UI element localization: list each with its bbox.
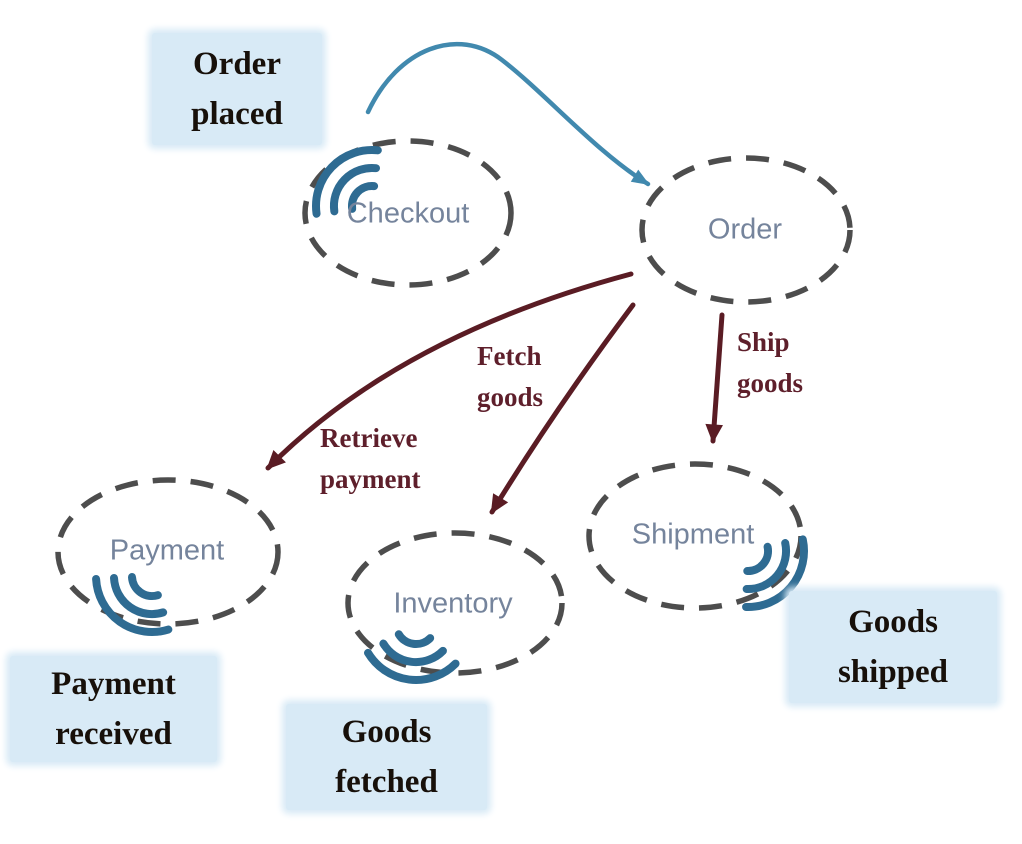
node-label-shipment: Shipment: [631, 518, 755, 551]
node-ellipse-order: [639, 155, 853, 305]
arrow-ship-goods: [705, 312, 725, 444]
event-note-line: fetched: [335, 763, 438, 800]
broadcast-icon-inventory: [365, 631, 458, 685]
arrow-retrieve-payment: [265, 271, 634, 471]
arrow-order-placed-flow: [365, 41, 651, 187]
command-label-line: payment: [320, 463, 421, 494]
event-note-line: Goods: [341, 714, 432, 751]
event-note-line: Order: [193, 46, 281, 83]
broadcast-icon-payment: [84, 561, 181, 647]
node-label-payment: Payment: [109, 534, 225, 567]
node-label-order: Order: [707, 213, 783, 246]
node-ellipse-payment: [55, 477, 281, 627]
event-note-line: shipped: [837, 653, 949, 690]
event-note-order-placed: Order placed: [152, 33, 322, 145]
command-label-ship-goods: Ship goods: [737, 322, 803, 403]
node-ellipse-checkout: [302, 138, 514, 288]
command-label-line: goods: [477, 381, 544, 412]
command-label-fetch-goods: Fetch goods: [477, 336, 543, 417]
event-note-line: placed: [191, 95, 283, 132]
node-label-checkout: Checkout: [346, 197, 470, 230]
arrow-fetch-goods: [489, 302, 636, 515]
command-label-line: Fetch: [477, 341, 542, 371]
command-label-retrieve-payment: Retrieve payment: [320, 418, 421, 499]
event-note-line: Payment: [51, 666, 176, 703]
command-label-line: Retrieve: [320, 423, 418, 453]
event-note-line: Goods: [848, 604, 938, 641]
event-note-line: received: [55, 715, 172, 752]
node-label-inventory: Inventory: [393, 587, 513, 620]
event-note-payment-received: Payment received: [10, 656, 217, 762]
node-ellipse-inventory: [345, 530, 565, 676]
command-label-line: Ship: [737, 327, 790, 357]
command-label-line: goods: [737, 367, 804, 398]
event-note-goods-fetched: Goods fetched: [286, 704, 487, 810]
event-note-goods-shipped: Goods shipped: [789, 591, 997, 703]
